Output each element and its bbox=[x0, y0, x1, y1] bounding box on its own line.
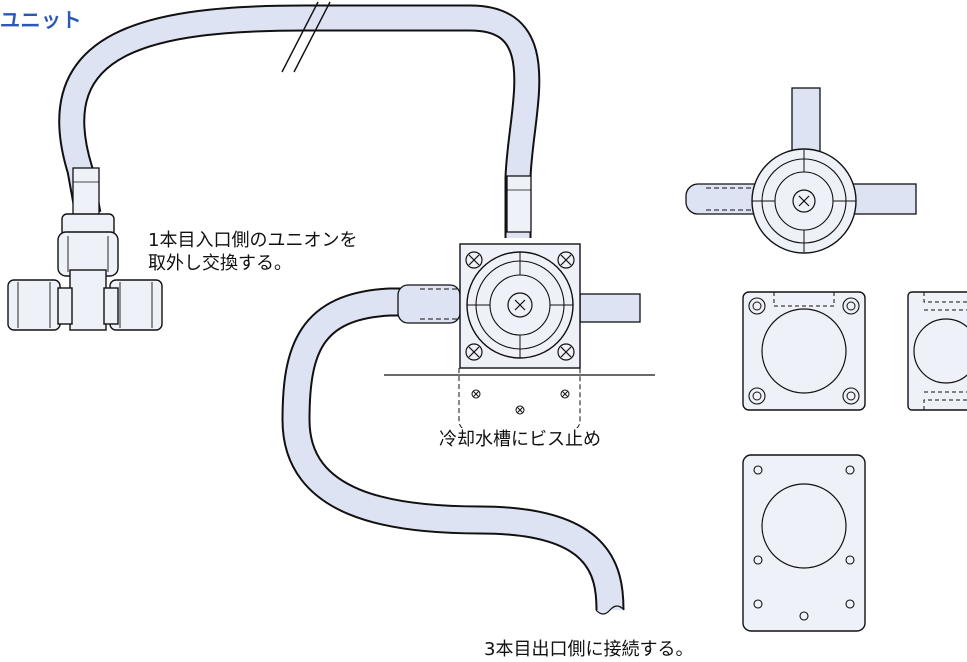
mounting-plate-view bbox=[742, 454, 866, 632]
outlet-connect-note: 3本目出口側に接続する。 bbox=[484, 639, 694, 660]
side-plate-view bbox=[907, 291, 967, 411]
tank-screw-note: 冷却水槽にビス止め bbox=[437, 428, 603, 451]
tank-mount bbox=[384, 368, 655, 431]
diagram-title: ユニット bbox=[0, 8, 82, 32]
inlet-union-note-line1: 1本目入口側のユニオンを bbox=[148, 230, 358, 251]
square-plate-view bbox=[742, 291, 866, 411]
valve-block bbox=[459, 243, 641, 369]
inlet-union-note-line2: 取外し交換する。 bbox=[148, 253, 292, 274]
upper-hose bbox=[58, 1, 541, 238]
valve-top-view bbox=[685, 87, 917, 254]
inlet-union-note: 1本目入口側のユニオンを 取外し交換する。 bbox=[148, 229, 357, 275]
union-tee-fitting bbox=[7, 213, 163, 331]
lower-hose bbox=[281, 284, 625, 615]
